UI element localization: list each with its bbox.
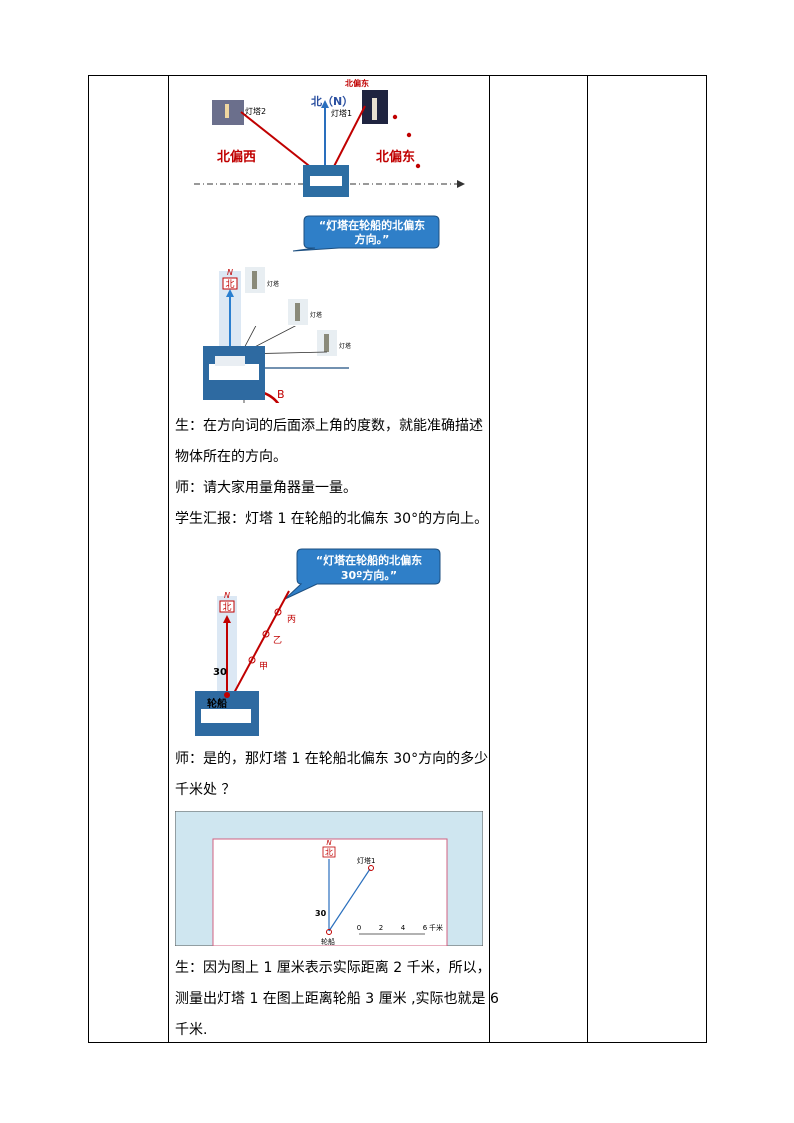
- speech-bubble: [284, 548, 441, 600]
- scale-0: 0: [357, 924, 361, 932]
- angle-label: 30: [315, 909, 327, 918]
- angle-label: 30: [213, 667, 227, 678]
- ship-deck: [215, 356, 245, 366]
- lighthouse-1-label: 灯塔1: [331, 108, 352, 118]
- north-n: N: [224, 591, 230, 600]
- north-arrowhead: [223, 615, 231, 623]
- dot: [392, 114, 398, 120]
- paragraph-teacher-2b: 千米处 ？: [175, 782, 236, 798]
- ship-label: 轮船: [207, 697, 227, 710]
- lighthouse-a-tower: [252, 271, 257, 289]
- point-bing: [274, 608, 282, 616]
- bubble-line-2: 30º方向。”: [341, 568, 397, 582]
- lesson-table: 北偏东 北（N） 灯塔2 灯塔1 北偏西 北偏东 “灯塔在轮船的北偏东 方向。”…: [88, 75, 707, 1043]
- bubble-line-1: “灯塔在轮船的北偏东: [316, 553, 422, 567]
- north-arrowhead: [321, 100, 329, 108]
- lighthouse-2-tower: [225, 104, 229, 118]
- paragraph-student-report: 学生汇报：灯塔 1 在轮船的北偏东 30°的方向上。: [175, 511, 489, 527]
- lighthouse-point: [368, 865, 374, 871]
- scale-unit: 千米: [429, 923, 443, 932]
- lighthouse-label: 灯塔1: [357, 856, 375, 865]
- ship-point: [224, 692, 230, 698]
- direction-figure-1: 北偏东 北（N） 灯塔2 灯塔1 北偏西 北偏东: [194, 78, 465, 197]
- scale-6: 6: [423, 924, 428, 932]
- lighthouse-c-label: 灯塔: [339, 342, 351, 350]
- lighthouse-b-label: 灯塔: [310, 311, 322, 319]
- scale-2: 2: [379, 924, 383, 932]
- column-divider: [168, 76, 169, 1042]
- paragraph-teacher-2a: 师：是的，那灯塔 1 在轮船北偏东 30°方向的多少: [175, 751, 489, 767]
- paragraph-student-1b: 物体所在的方向。: [175, 449, 287, 465]
- lighthouse-c-tower: [324, 334, 329, 352]
- northeast-label: 北偏东: [376, 149, 415, 165]
- bubble-line-2: 方向。”: [355, 232, 390, 246]
- label-bing: 丙: [287, 614, 296, 625]
- top-northeast-label: 北偏东: [345, 78, 369, 88]
- point-jia: [248, 656, 256, 664]
- bearing-line: [328, 868, 371, 932]
- north-char: 北: [325, 848, 333, 857]
- lighthouse-b-tower: [295, 303, 300, 321]
- ship-hull: [201, 709, 251, 723]
- dot: [406, 132, 412, 138]
- column-divider: [587, 76, 588, 1042]
- lighthouse-a-label: 灯塔: [267, 280, 279, 288]
- paragraph-student-2b: 测量出灯塔 1 在图上距离轮船 3 厘米 ,实际也就是 6: [175, 991, 499, 1007]
- point-yi: [262, 630, 270, 638]
- ship-hull: [209, 364, 259, 380]
- direction-figure-2-ship: [203, 326, 349, 400]
- paragraph-teacher-1: 师：请大家用量角器量一量。: [175, 480, 357, 496]
- north-box: [322, 846, 336, 858]
- direction-figure-3: “灯塔在轮船的北偏东 30º方向。” 北 N 丙 乙 甲 30 轮船: [195, 548, 441, 736]
- ship-label: 轮船: [321, 937, 335, 946]
- label-b: B: [277, 388, 285, 401]
- north-arrowhead: [226, 289, 234, 297]
- north-char: 北: [222, 602, 231, 613]
- northwest-label: 北偏西: [217, 149, 256, 165]
- paragraph-student-2c: 千米.: [175, 1022, 208, 1038]
- north-char: 北: [225, 279, 234, 290]
- label-jia: 甲: [259, 661, 268, 672]
- north-n: N: [326, 839, 332, 847]
- scale-4: 4: [401, 924, 406, 932]
- speech-bubble: [292, 215, 440, 252]
- content-cell: 北偏东 北（N） 灯塔2 灯塔1 北偏西 北偏东 “灯塔在轮船的北偏东 方向。”…: [169, 76, 499, 1042]
- column-divider: [489, 76, 490, 1042]
- paragraph-student-2a: 生：因为图上 1 厘米表示实际距离 2 千米，所以，: [175, 960, 491, 976]
- ship-point: [326, 929, 332, 935]
- ship-hull: [310, 176, 342, 186]
- label-yi: 乙: [273, 635, 282, 646]
- lighthouse-1-tower: [372, 98, 377, 120]
- north-n: N: [227, 268, 233, 277]
- bearing-line: [226, 590, 290, 707]
- scale-map-figure: 北 N 灯塔1 30 轮船 0 2 4 6 千米: [175, 811, 483, 946]
- north-label: 北（N）: [311, 94, 353, 108]
- lighthouse-2-label: 灯塔2: [245, 106, 266, 116]
- bubble-line-1: “灯塔在轮船的北偏东: [319, 218, 425, 232]
- paragraph-student-1a: 生：在方向词的后面添上角的度数，就能准确描述: [175, 418, 483, 434]
- north-box: [219, 600, 235, 613]
- axis-arrowhead: [457, 180, 465, 188]
- dot: [415, 163, 421, 169]
